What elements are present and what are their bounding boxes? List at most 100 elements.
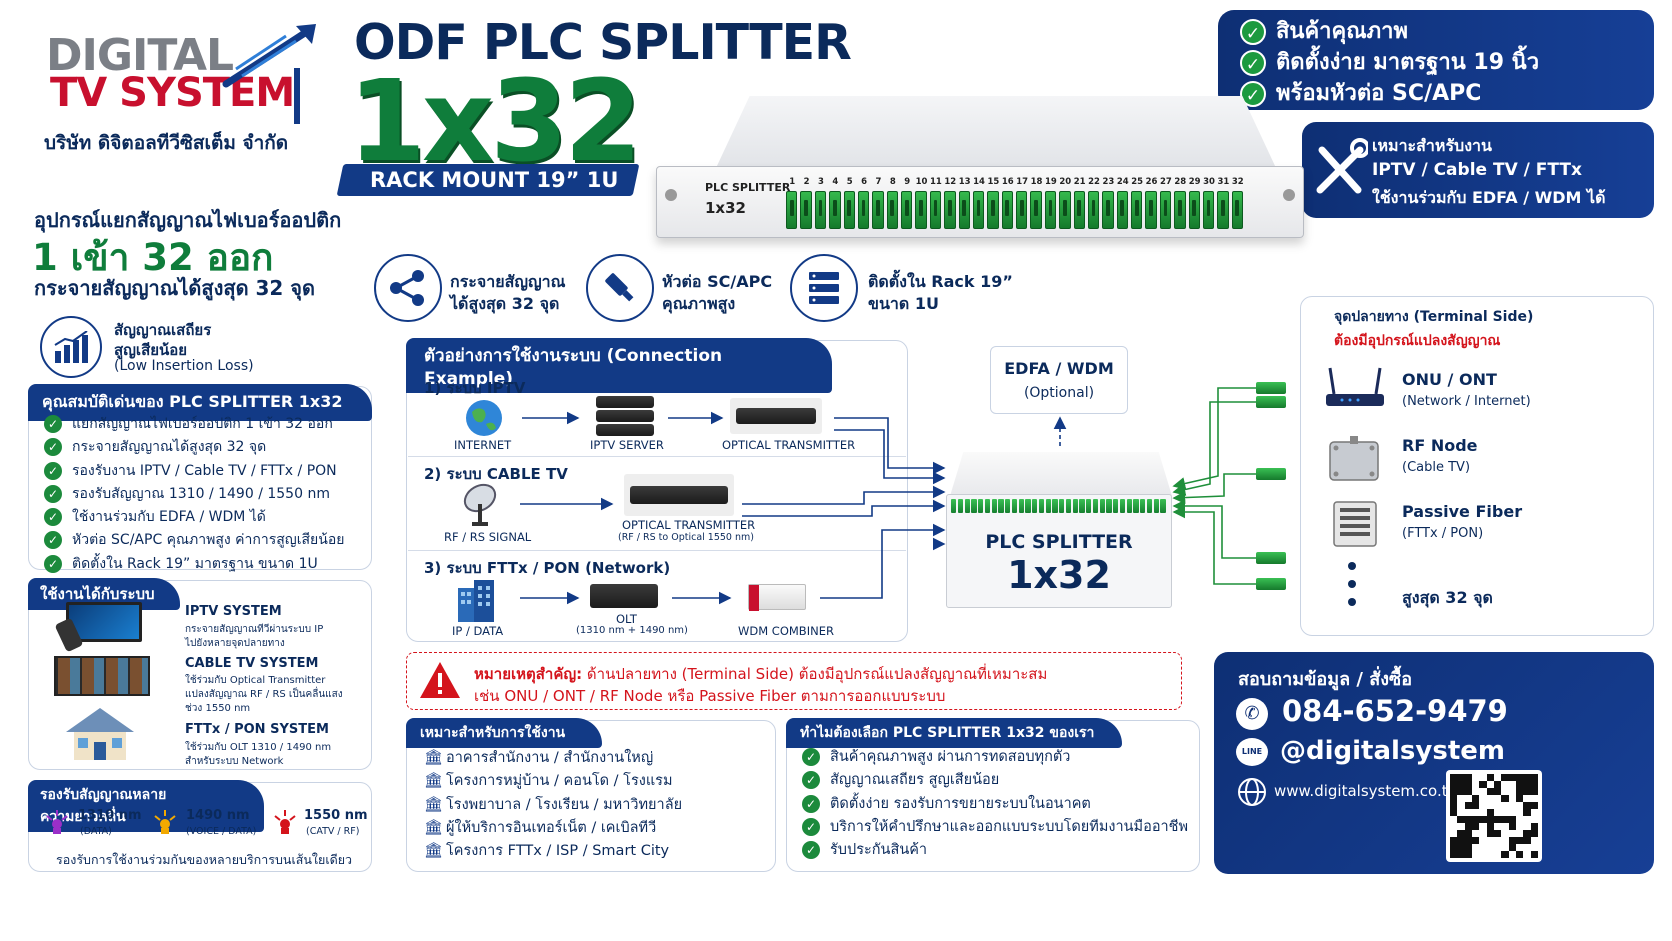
iptv-label-c: OPTICAL TRANSMITTER (722, 438, 856, 452)
sc-apc-port (958, 191, 970, 229)
system-desc: แปลงสัญญาณ RF / RS เป็นคลื่นแสง (185, 689, 343, 700)
splitter-port (991, 499, 997, 513)
mount-label: RACK MOUNT 19” 1U (370, 168, 619, 192)
splitter-l2: 1x32 (1007, 553, 1111, 597)
warning-line2: เช่น ONU / ONT / RF Node หรือ Passive Fi… (474, 687, 946, 705)
terminal-note: ต้องมีอุปกรณ์แปลงสัญญาณ (1334, 333, 1501, 349)
check-icon: ✓ (44, 415, 62, 433)
port-number: 1 (789, 177, 796, 187)
sc-apc-port (972, 191, 985, 229)
sc-apc-port (857, 191, 870, 229)
port-number: 22 (1088, 177, 1100, 187)
port-number: 30 (1203, 177, 1215, 187)
intro-subtitle: อุปกรณ์แยกสัญญาณไฟเบอร์ออปติก (34, 208, 342, 232)
contact-line[interactable]: @digitalsystem (1280, 736, 1505, 766)
loss-l3: (Low Insertion Loss) (114, 358, 254, 374)
splitter-port (1032, 499, 1038, 513)
feature-rack-l2: ขนาด 1U (868, 294, 939, 313)
sc-apc-port (1030, 191, 1042, 229)
sc-apc-port (1073, 191, 1085, 229)
passive-fiber-icon (1333, 501, 1377, 547)
building-icon: 🏛 (424, 817, 444, 836)
props-item: ✓ติดตั้งใน Rack 19” มาตรฐาน ขนาด 1U (44, 553, 344, 576)
brand-line2: TV SYSTEM (50, 70, 295, 116)
port-number: 32 (1231, 177, 1244, 187)
terminal-sub: (FTTx / PON) (1402, 526, 1484, 541)
qr-code[interactable] (1446, 770, 1542, 862)
port-number: 18 (1030, 177, 1043, 187)
port-number: 25 (1131, 177, 1144, 187)
check-icon: ✓ (802, 748, 820, 766)
suitable-title: เหมาะสำหรับงาน (1372, 136, 1492, 155)
sc-apc-port (1116, 191, 1128, 229)
suitable-box (1302, 122, 1654, 218)
wavelength-use: (VOICE / DATA) (186, 826, 257, 837)
port-number: 5 (846, 177, 853, 187)
props-item: ✓กระจายสัญญาณได้สูงสุด 32 จุด (44, 436, 344, 459)
system-desc: กระจายสัญญาณทีวีผ่านระบบ IP (185, 624, 324, 635)
props-item: ✓ใช้งานร่วมกับ EDFA / WDM ได้ (44, 506, 344, 529)
port-number: 6 (861, 177, 868, 187)
building-icon: 🏛 (424, 748, 444, 766)
splitter-port (1025, 499, 1031, 513)
port-number: 27 (1160, 177, 1172, 187)
loss-l1: สัญญาณเสถียร (114, 321, 212, 339)
splitter-port (1086, 499, 1092, 513)
building-icon: 🏛 (424, 771, 444, 790)
optical-tx-image (624, 474, 734, 516)
splitter-port (1072, 499, 1078, 513)
top-feature: ✓ติดตั้งง่าย มาตรฐาน 19 นิ้ว (1240, 47, 1539, 78)
warning-line1: หมายเหตุสำคัญ: ด้านปลายทาง (Terminal Sid… (474, 665, 1048, 683)
port-number: 29 (1188, 177, 1201, 187)
usage-item: 🏛โครงการหมู่บ้าน / คอนโด / โรงแรม (424, 769, 682, 792)
system-desc: ช่วง 1550 nm (185, 703, 251, 714)
iptv-label-a: INTERNET (454, 438, 512, 452)
ellipsis-dots (1348, 562, 1356, 606)
share-icon (374, 254, 442, 322)
splitter-port (1126, 499, 1132, 513)
port-number: 8 (889, 177, 896, 187)
sc-apc-port (1231, 191, 1243, 229)
company-name: บริษัท ดิจิตอลทีวีซิสเต็ม จำกัด (44, 132, 289, 154)
splitter-port (1160, 499, 1166, 513)
iptv-title: 1) ระบบ IPTV (424, 379, 526, 397)
port-number: 31 (1217, 177, 1230, 187)
check-icon: ✓ (44, 438, 62, 457)
splitter-port (1038, 499, 1044, 513)
splitter-port (1153, 499, 1159, 513)
phone-icon: ✆ (1236, 698, 1268, 730)
feature-rack-l1: ติดตั้งใน Rack 19” (868, 272, 1013, 291)
globe-icon (1238, 778, 1266, 806)
splitter-port (984, 499, 990, 513)
top-feature: ✓สินค้าคุณภาพ (1240, 16, 1539, 47)
wavelength-header: รองรับสัญญาณหลายความยาวคลื่น (28, 780, 264, 832)
iptv-label-b: IPTV SERVER (590, 438, 664, 452)
system-desc: ใช้ร่วมกับ OLT 1310 / 1490 nm (185, 742, 332, 753)
why-list: ✓สินค้าคุณภาพสูง ผ่านการทดสอบทุกตัว ✓สัญ… (802, 746, 1188, 862)
ftth-label-a: IP / DATA (452, 624, 504, 638)
system-desc: ไปยังหลายจุดปลายทาง (185, 638, 285, 649)
catv-label-b: OPTICAL TRANSMITTER (622, 518, 756, 532)
suitable-line2: ใช้งานร่วมกับ EDFA / WDM ได้ (1372, 188, 1606, 207)
port-number: 28 (1174, 177, 1187, 187)
terminal-name: RF Node (1402, 436, 1478, 455)
sc-apc-port (1188, 191, 1200, 229)
splitter-port (1092, 499, 1098, 513)
rf-node-icon (1329, 436, 1379, 481)
satellite-dish-icon (463, 483, 497, 526)
port-number: 15 (987, 177, 1000, 187)
connection-header: ตัวอย่างการใช้งานระบบ (Connection Exampl… (406, 338, 832, 393)
splitter-port (1106, 499, 1112, 513)
check-icon: ✓ (1240, 50, 1266, 76)
splitter-port (1059, 499, 1065, 513)
sc-apc-port (843, 191, 855, 229)
contact-web[interactable]: www.digitalsystem.co.th (1274, 782, 1458, 800)
contact-title: สอบถามข้อมูล / สั่งซื้อ (1238, 669, 1413, 690)
contact-phone[interactable]: 084-652-9479 (1282, 694, 1508, 728)
wavelength-nm: 1550 nm (304, 808, 368, 823)
check-icon: ✓ (44, 484, 62, 503)
wavelength-footer: รองรับการใช้งานร่วมกันของหลายบริการบนเส้… (56, 852, 353, 867)
splitter-port (1018, 499, 1024, 513)
why-header: ทำไมต้องเลือก PLC SPLITTER 1x32 ของเรา (786, 718, 1122, 748)
system-name: FTTx / PON SYSTEM (185, 722, 329, 737)
